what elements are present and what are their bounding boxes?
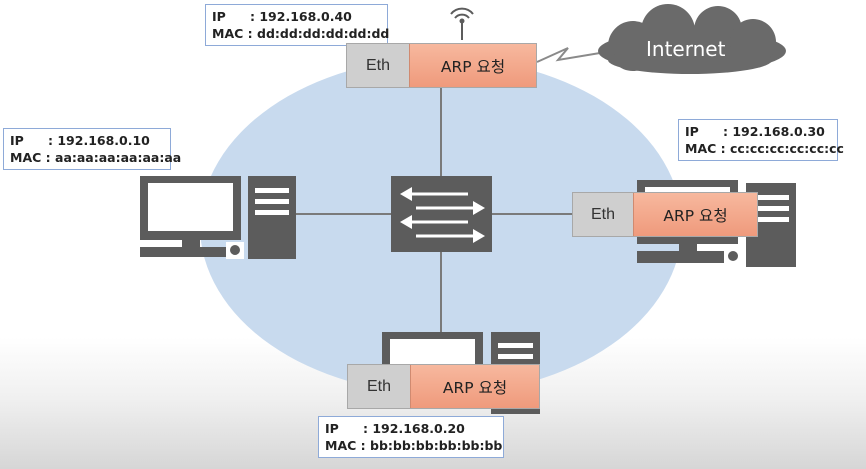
host-left-info: IP : 192.168.0.10 MAC : aa:aa:aa:aa:aa:aa (3, 128, 181, 170)
arp-frame-right: Eth ARP 요청 (572, 192, 758, 237)
mac-value: : aa:aa:aa:aa:aa:aa (45, 150, 182, 165)
ip-value: : 192.168.0.10 (48, 133, 150, 148)
eth-header: Eth (348, 365, 410, 408)
computer-left-icon (140, 176, 296, 259)
eth-header: Eth (573, 193, 633, 236)
host-right-info: IP : 192.168.0.30 MAC : cc:cc:cc:cc:cc:cc (678, 119, 844, 161)
mac-label: MAC (685, 141, 717, 156)
internet-cloud-icon (598, 4, 786, 74)
arp-frame-top: Eth ARP 요청 (346, 43, 537, 88)
mac-value: : bb:bb:bb:bb:bb:bb (360, 438, 503, 453)
antenna-icon (450, 7, 474, 40)
arp-request-payload: ARP 요청 (410, 365, 539, 408)
mac-value: : dd:dd:dd:dd:dd:dd (247, 26, 390, 41)
mac-value: : cc:cc:cc:cc:cc:cc (720, 141, 844, 156)
mac-label: MAC (325, 438, 357, 453)
switch-icon (391, 176, 492, 252)
arp-request-payload: ARP 요청 (633, 193, 757, 236)
arp-request-payload: ARP 요청 (409, 44, 536, 87)
ip-label: IP (212, 9, 226, 24)
eth-header: Eth (347, 44, 409, 87)
internet-label: Internet (646, 37, 726, 61)
host-top-info: IP : 192.168.0.40 MAC : dd:dd:dd:dd:dd:dd (205, 4, 390, 46)
ip-value: : 192.168.0.30 (723, 124, 825, 139)
ip-label: IP (685, 124, 699, 139)
ip-value: : 192.168.0.20 (363, 421, 465, 436)
ip-value: : 192.168.0.40 (250, 9, 352, 24)
arp-frame-bottom: Eth ARP 요청 (347, 364, 540, 409)
mac-label: MAC (10, 150, 42, 165)
internet-link-line (536, 47, 607, 63)
host-bottom-info: IP : 192.168.0.20 MAC : bb:bb:bb:bb:bb:bb (318, 416, 504, 458)
ip-label: IP (325, 421, 339, 436)
ip-label: IP (10, 133, 24, 148)
mac-label: MAC (212, 26, 244, 41)
